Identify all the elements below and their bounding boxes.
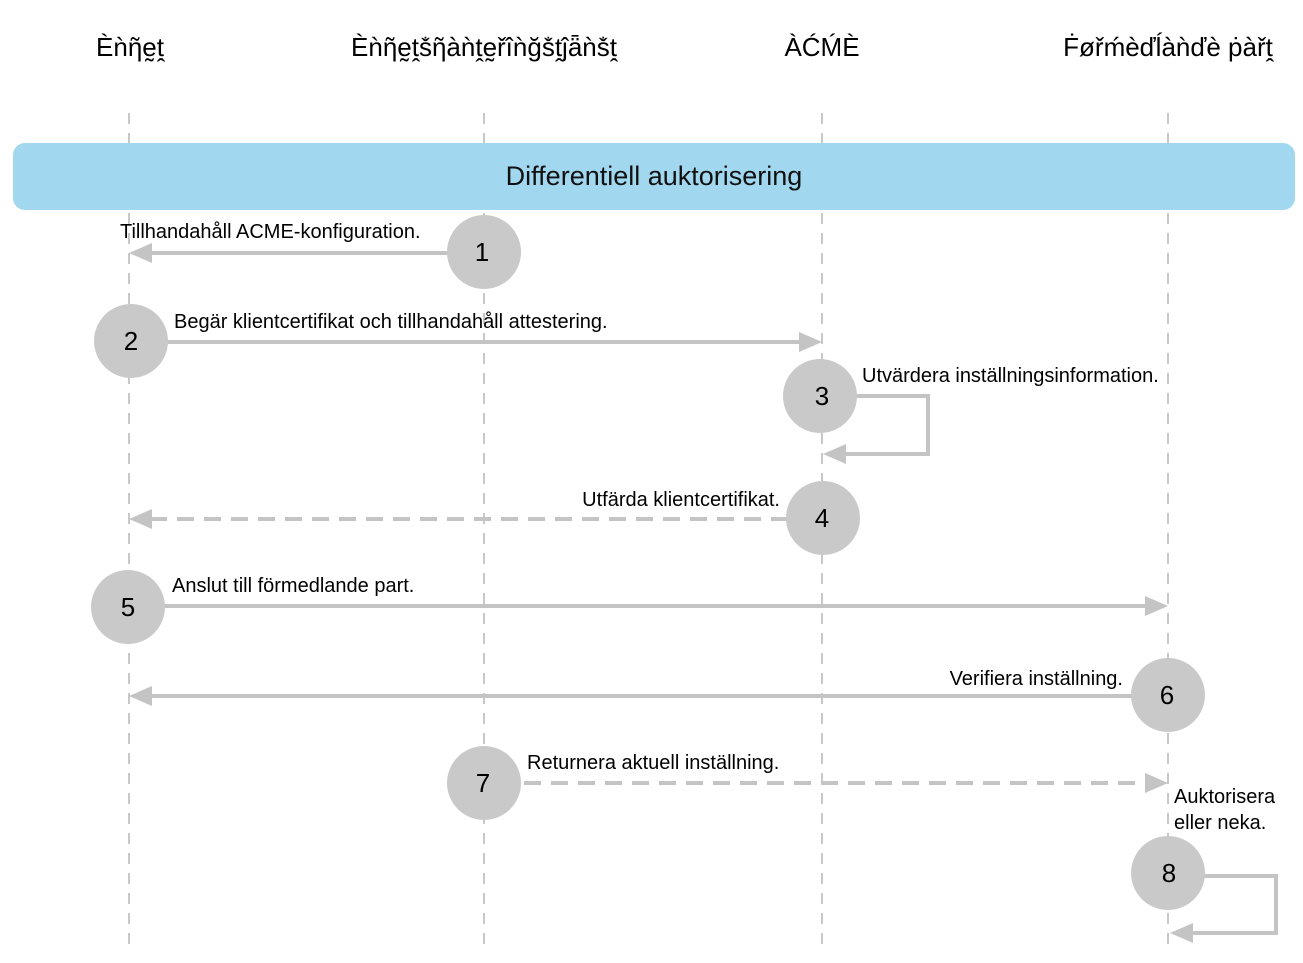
arrowhead-step-6 xyxy=(129,686,152,706)
phase-banner xyxy=(13,143,1295,210)
participant-mdm: Ѐǹῆḛṱṧῆàǹṱḛřîǹğṧṱĵǟǹṧṱ xyxy=(351,32,619,62)
message-arrows xyxy=(129,243,1278,943)
step-circle-5 xyxy=(91,570,165,644)
arrowhead-step-2 xyxy=(799,332,822,352)
arrowhead-step-7 xyxy=(1145,773,1168,793)
step-number-4: 4 xyxy=(815,503,829,533)
step-number-1: 1 xyxy=(475,237,489,267)
step-number-2: 2 xyxy=(124,326,138,356)
step-label-4: Utfärda klientcertifikat. xyxy=(582,489,780,511)
arrowhead-step-1 xyxy=(129,243,152,263)
arrowhead-step-8 xyxy=(1170,923,1193,943)
arrow-step-3 xyxy=(840,394,930,456)
step-circle-6 xyxy=(1131,658,1205,732)
step-label-7: Returnera aktuell inställning. xyxy=(527,752,779,774)
step-label-8-line-1: Auktorisera xyxy=(1174,786,1276,808)
phase-banner-label: Differentiell auktorisering xyxy=(506,161,803,191)
step-circle-1 xyxy=(447,215,521,289)
step-number-6: 6 xyxy=(1160,680,1174,710)
step-label-3: Utvärdera inställningsinformation. xyxy=(862,365,1159,387)
arrowhead-step-4 xyxy=(129,509,152,529)
arrow-step-8 xyxy=(1188,874,1278,935)
step-circle-3 xyxy=(783,359,857,433)
participant-acme: ÀĆḾÈ xyxy=(784,32,859,62)
step-label-5: Anslut till förmedlande part. xyxy=(172,575,414,597)
step-number-5: 5 xyxy=(121,592,135,622)
step-label-8-line-2: eller neka. xyxy=(1174,812,1266,834)
step-labels: Tillhandahåll ACME-konfiguration. Begär … xyxy=(120,221,1276,834)
participant-device: Ѐǹῆḛṱ xyxy=(96,32,166,62)
step-label-2: Begär klientcertifikat och tillhandahåll… xyxy=(174,311,608,333)
participant-relying-party: Ḟøřḿèďĺàǹďè ṗàřṱ xyxy=(1063,32,1274,62)
arrowhead-step-5 xyxy=(1145,596,1168,616)
step-number-3: 3 xyxy=(815,381,829,411)
step-number-7: 7 xyxy=(476,768,490,798)
step-number-8: 8 xyxy=(1162,858,1176,888)
step-circle-8 xyxy=(1131,836,1205,910)
step-markers: 1 2 3 4 5 6 7 8 xyxy=(91,215,1205,910)
step-circle-4 xyxy=(786,481,860,555)
arrowhead-step-3 xyxy=(823,444,846,464)
step-label-1: Tillhandahåll ACME-konfiguration. xyxy=(120,221,421,243)
step-circle-2 xyxy=(94,304,168,378)
step-label-6: Verifiera inställning. xyxy=(950,668,1123,690)
step-circle-7 xyxy=(447,746,521,820)
